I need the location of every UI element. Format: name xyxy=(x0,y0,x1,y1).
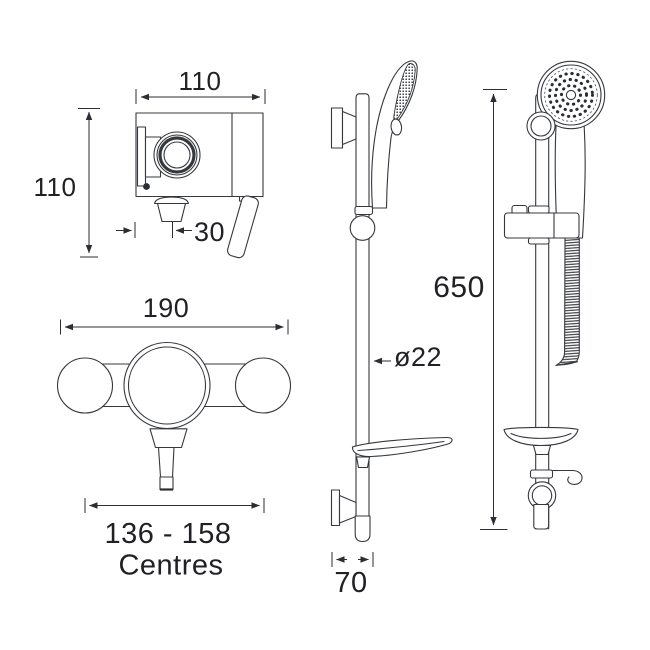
valve-front-view xyxy=(56,341,292,491)
rail-collar-bottom xyxy=(527,237,550,245)
rail-collar-top xyxy=(527,205,550,214)
soap-dish-rim-front xyxy=(510,432,572,439)
extension-ticks xyxy=(78,108,100,258)
front-outlet-flange xyxy=(149,428,188,449)
bottom-wall-plate-side xyxy=(330,489,341,527)
outlet-collar xyxy=(153,196,190,205)
dimension-bracket-depth: 70 xyxy=(331,552,374,599)
hose-hook xyxy=(551,469,583,485)
dimension-valve-width: 110 xyxy=(135,66,266,104)
spray-ring-outer xyxy=(548,72,594,118)
dish-collar-front xyxy=(532,444,552,456)
valve-side-view xyxy=(135,112,264,259)
hook-band xyxy=(529,469,554,479)
top-wall-plate-side xyxy=(330,107,344,149)
dimension-valve-front-width: 190 xyxy=(60,293,289,335)
rail-tube-front xyxy=(535,93,550,530)
slide-rail-side-view xyxy=(330,60,453,543)
control-knob-ring xyxy=(156,134,198,176)
dim-label-rail-length: 650 xyxy=(433,271,485,304)
dimension-outlet-offset: 30 xyxy=(116,217,225,247)
dimension-valve-height: 110 xyxy=(34,108,100,258)
outlet-spout xyxy=(156,202,187,223)
dim-label-outlet-offset: 30 xyxy=(194,217,225,247)
hose-end-line xyxy=(555,361,579,366)
right-inlet xyxy=(234,357,292,414)
dim-label-valve-width: 110 xyxy=(179,66,222,96)
extension-ticks xyxy=(60,319,289,335)
dim-label-valve-height: 110 xyxy=(34,172,77,202)
shower-hose xyxy=(554,237,580,366)
extension-ticks xyxy=(480,89,508,530)
shower-head-front xyxy=(536,60,606,130)
top-bracket-ring-inner xyxy=(530,115,552,137)
dim-label-front-width: 190 xyxy=(143,293,190,323)
front-outlet-nozzle xyxy=(159,476,174,491)
rail-end-stub-front xyxy=(533,503,550,530)
hose-nut-side xyxy=(390,118,403,136)
extension-ticks xyxy=(84,498,265,513)
valve-backplate-edge xyxy=(136,126,147,187)
left-inlet xyxy=(56,357,114,414)
dimension-rail-diameter: ø22 xyxy=(373,342,442,372)
soap-dish-front xyxy=(503,426,579,447)
bottom-ring-inner xyxy=(531,485,553,506)
spray-ring-middle xyxy=(554,78,588,112)
control-knob-inner xyxy=(163,141,191,169)
head-face-edge xyxy=(544,68,598,122)
slider-knob-side xyxy=(349,215,376,241)
dim-label-inlet-centres: 136 - 158 xyxy=(104,518,231,550)
flow-lever xyxy=(226,195,259,259)
extension-ticks xyxy=(135,89,266,104)
slide-rail-front-view xyxy=(503,60,606,530)
rail-tube-side xyxy=(355,93,370,539)
dim-label-bracket-depth: 70 xyxy=(334,567,367,599)
head-rim-front xyxy=(540,64,602,126)
extension-ticks xyxy=(331,552,374,567)
handset-handle-front xyxy=(554,117,586,239)
soap-dish-rim-side xyxy=(357,440,445,452)
slider-holder-front xyxy=(503,212,580,239)
dimension-inlet-centres: 136 - 158 Centres xyxy=(84,498,265,582)
dish-collar-side xyxy=(355,456,371,469)
front-knob-inner xyxy=(127,346,207,425)
head-center xyxy=(565,89,577,101)
rail-end-cap-side xyxy=(354,515,371,543)
dimension-rail-length: 650 xyxy=(433,89,508,530)
holder-clamp-side xyxy=(354,205,374,216)
front-outlet-pipe xyxy=(157,446,175,478)
index-dot xyxy=(143,183,150,190)
control-knob-grip xyxy=(158,136,196,174)
extension-ticks xyxy=(134,222,173,238)
bottom-bracket-cone-side xyxy=(338,494,357,524)
top-bracket-cone-side xyxy=(341,110,357,146)
dim-label-rail-diameter: ø22 xyxy=(394,342,442,372)
spray-ring-inner xyxy=(560,84,582,106)
dim-label-centres-caption: Centres xyxy=(118,550,223,582)
